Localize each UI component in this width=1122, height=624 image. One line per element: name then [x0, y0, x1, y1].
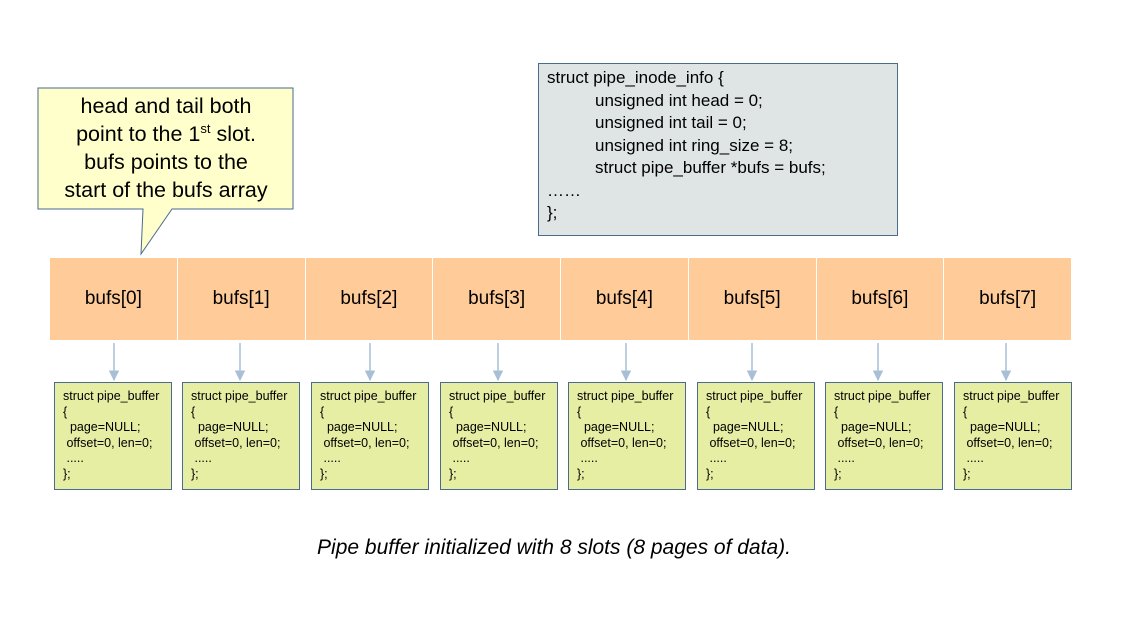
struct-line: }; — [547, 203, 558, 222]
pb-line: page=NULL; — [577, 420, 655, 435]
pb-line: page=NULL; — [191, 420, 269, 435]
callout-line-2: point to the 1st slot. — [40, 120, 292, 148]
pb-line: }; — [320, 466, 328, 481]
bufs-cell-5: bufs[5] — [688, 258, 817, 340]
pb-line: page=NULL; — [320, 420, 398, 435]
figure-caption: Pipe buffer initialized with 8 slots (8 … — [317, 536, 791, 559]
pb-line: page=NULL; — [834, 420, 912, 435]
bufs-cell-2: bufs[2] — [305, 258, 434, 340]
bufs-cell-1: bufs[1] — [177, 258, 306, 340]
pipe-buffer-box-2: struct pipe_buffer { page=NULL; offset=0… — [311, 382, 429, 490]
pb-line: }; — [706, 466, 714, 481]
pb-line: }; — [63, 466, 71, 481]
pipe-buffer-box-1: struct pipe_buffer { page=NULL; offset=0… — [182, 382, 300, 490]
bufs-cell-3: bufs[3] — [433, 258, 561, 340]
pb-line: offset=0, len=0; — [834, 435, 924, 450]
pb-line: struct pipe_buffer — [191, 389, 288, 403]
pb-line: struct pipe_buffer — [63, 389, 160, 403]
pb-line: offset=0, len=0; — [963, 435, 1053, 450]
pipe-buffer-box-4: struct pipe_buffer { page=NULL; offset=0… — [568, 382, 686, 490]
pipe-buffer-box-7: struct pipe_buffer { page=NULL; offset=0… — [954, 382, 1072, 490]
callout-line-2-pre: point to the 1 — [76, 122, 201, 146]
pipe-buffer-box-6: struct pipe_buffer { page=NULL; offset=0… — [825, 382, 943, 490]
pipe-inode-info-struct: struct pipe_inode_info { unsigned int he… — [538, 63, 898, 236]
pipe-buffer-box-5: struct pipe_buffer { page=NULL; offset=0… — [697, 382, 815, 490]
pb-line: { — [577, 404, 582, 419]
pb-line: offset=0, len=0; — [706, 435, 796, 450]
pb-line: struct pipe_buffer — [320, 389, 417, 403]
pb-line: }; — [449, 466, 457, 481]
pb-line: ..... — [449, 451, 470, 466]
pb-line: ..... — [320, 451, 341, 466]
pb-line: page=NULL; — [963, 420, 1041, 435]
pb-line: { — [191, 404, 196, 419]
pb-line: offset=0, len=0; — [320, 435, 410, 450]
pipe-buffer-box-3: struct pipe_buffer { page=NULL; offset=0… — [440, 382, 558, 490]
bufs-array: bufs[0] bufs[1] bufs[2] bufs[3] bufs[4] … — [50, 258, 1071, 340]
pipe-buffer-box-0: struct pipe_buffer { page=NULL; offset=0… — [54, 382, 172, 490]
pb-line: { — [834, 404, 839, 419]
callout-line-2-sup: st — [200, 121, 211, 137]
struct-line: unsigned int tail = 0; — [595, 113, 747, 132]
pb-line: offset=0, len=0; — [63, 435, 153, 450]
pb-line: }; — [191, 466, 199, 481]
struct-line: unsigned int ring_size = 8; — [595, 135, 793, 155]
struct-line: …… — [547, 180, 581, 200]
pb-line: struct pipe_buffer — [449, 389, 546, 403]
callout-line-4: start of the bufs array — [64, 178, 268, 202]
callout-text: head and tail both point to the 1st slot… — [40, 92, 292, 204]
pb-line: ..... — [63, 451, 84, 466]
bufs-cell-6: bufs[6] — [816, 258, 945, 340]
pb-line: ..... — [191, 451, 212, 466]
pb-line: offset=0, len=0; — [577, 435, 667, 450]
pb-line: struct pipe_buffer — [834, 389, 931, 403]
bufs-cell-0: bufs[0] — [50, 258, 178, 340]
pb-line: struct pipe_buffer — [706, 389, 803, 403]
bufs-cell-4: bufs[4] — [561, 258, 689, 340]
callout-line-1: head and tail both — [80, 94, 252, 118]
pb-line: ..... — [706, 451, 727, 466]
pb-line: { — [63, 404, 68, 419]
pb-line: ..... — [963, 451, 984, 466]
struct-line: struct pipe_buffer *bufs = bufs; — [595, 158, 826, 177]
pb-line: page=NULL; — [63, 420, 141, 435]
pb-line: { — [320, 404, 325, 419]
pb-line: { — [963, 404, 968, 419]
pb-line: }; — [577, 466, 585, 481]
struct-line: unsigned int head = 0; — [595, 90, 763, 110]
pb-line: offset=0, len=0; — [449, 435, 539, 450]
pb-line: { — [449, 404, 454, 419]
pb-line: struct pipe_buffer — [577, 389, 674, 403]
callout-line-3: bufs points to the — [84, 150, 248, 174]
pb-line: offset=0, len=0; — [191, 435, 281, 450]
pb-line: ..... — [577, 451, 598, 466]
pb-line: struct pipe_buffer — [963, 389, 1060, 403]
pb-line: { — [706, 404, 711, 419]
callout-line-2-post: slot. — [210, 122, 256, 146]
pb-line: }; — [834, 466, 842, 481]
struct-line: struct pipe_inode_info { — [547, 68, 724, 87]
pb-line: ..... — [834, 451, 855, 466]
pb-line: page=NULL; — [449, 420, 527, 435]
bufs-cell-7: bufs[7] — [944, 258, 1071, 340]
pb-line: page=NULL; — [706, 420, 784, 435]
pb-line: }; — [963, 466, 971, 481]
